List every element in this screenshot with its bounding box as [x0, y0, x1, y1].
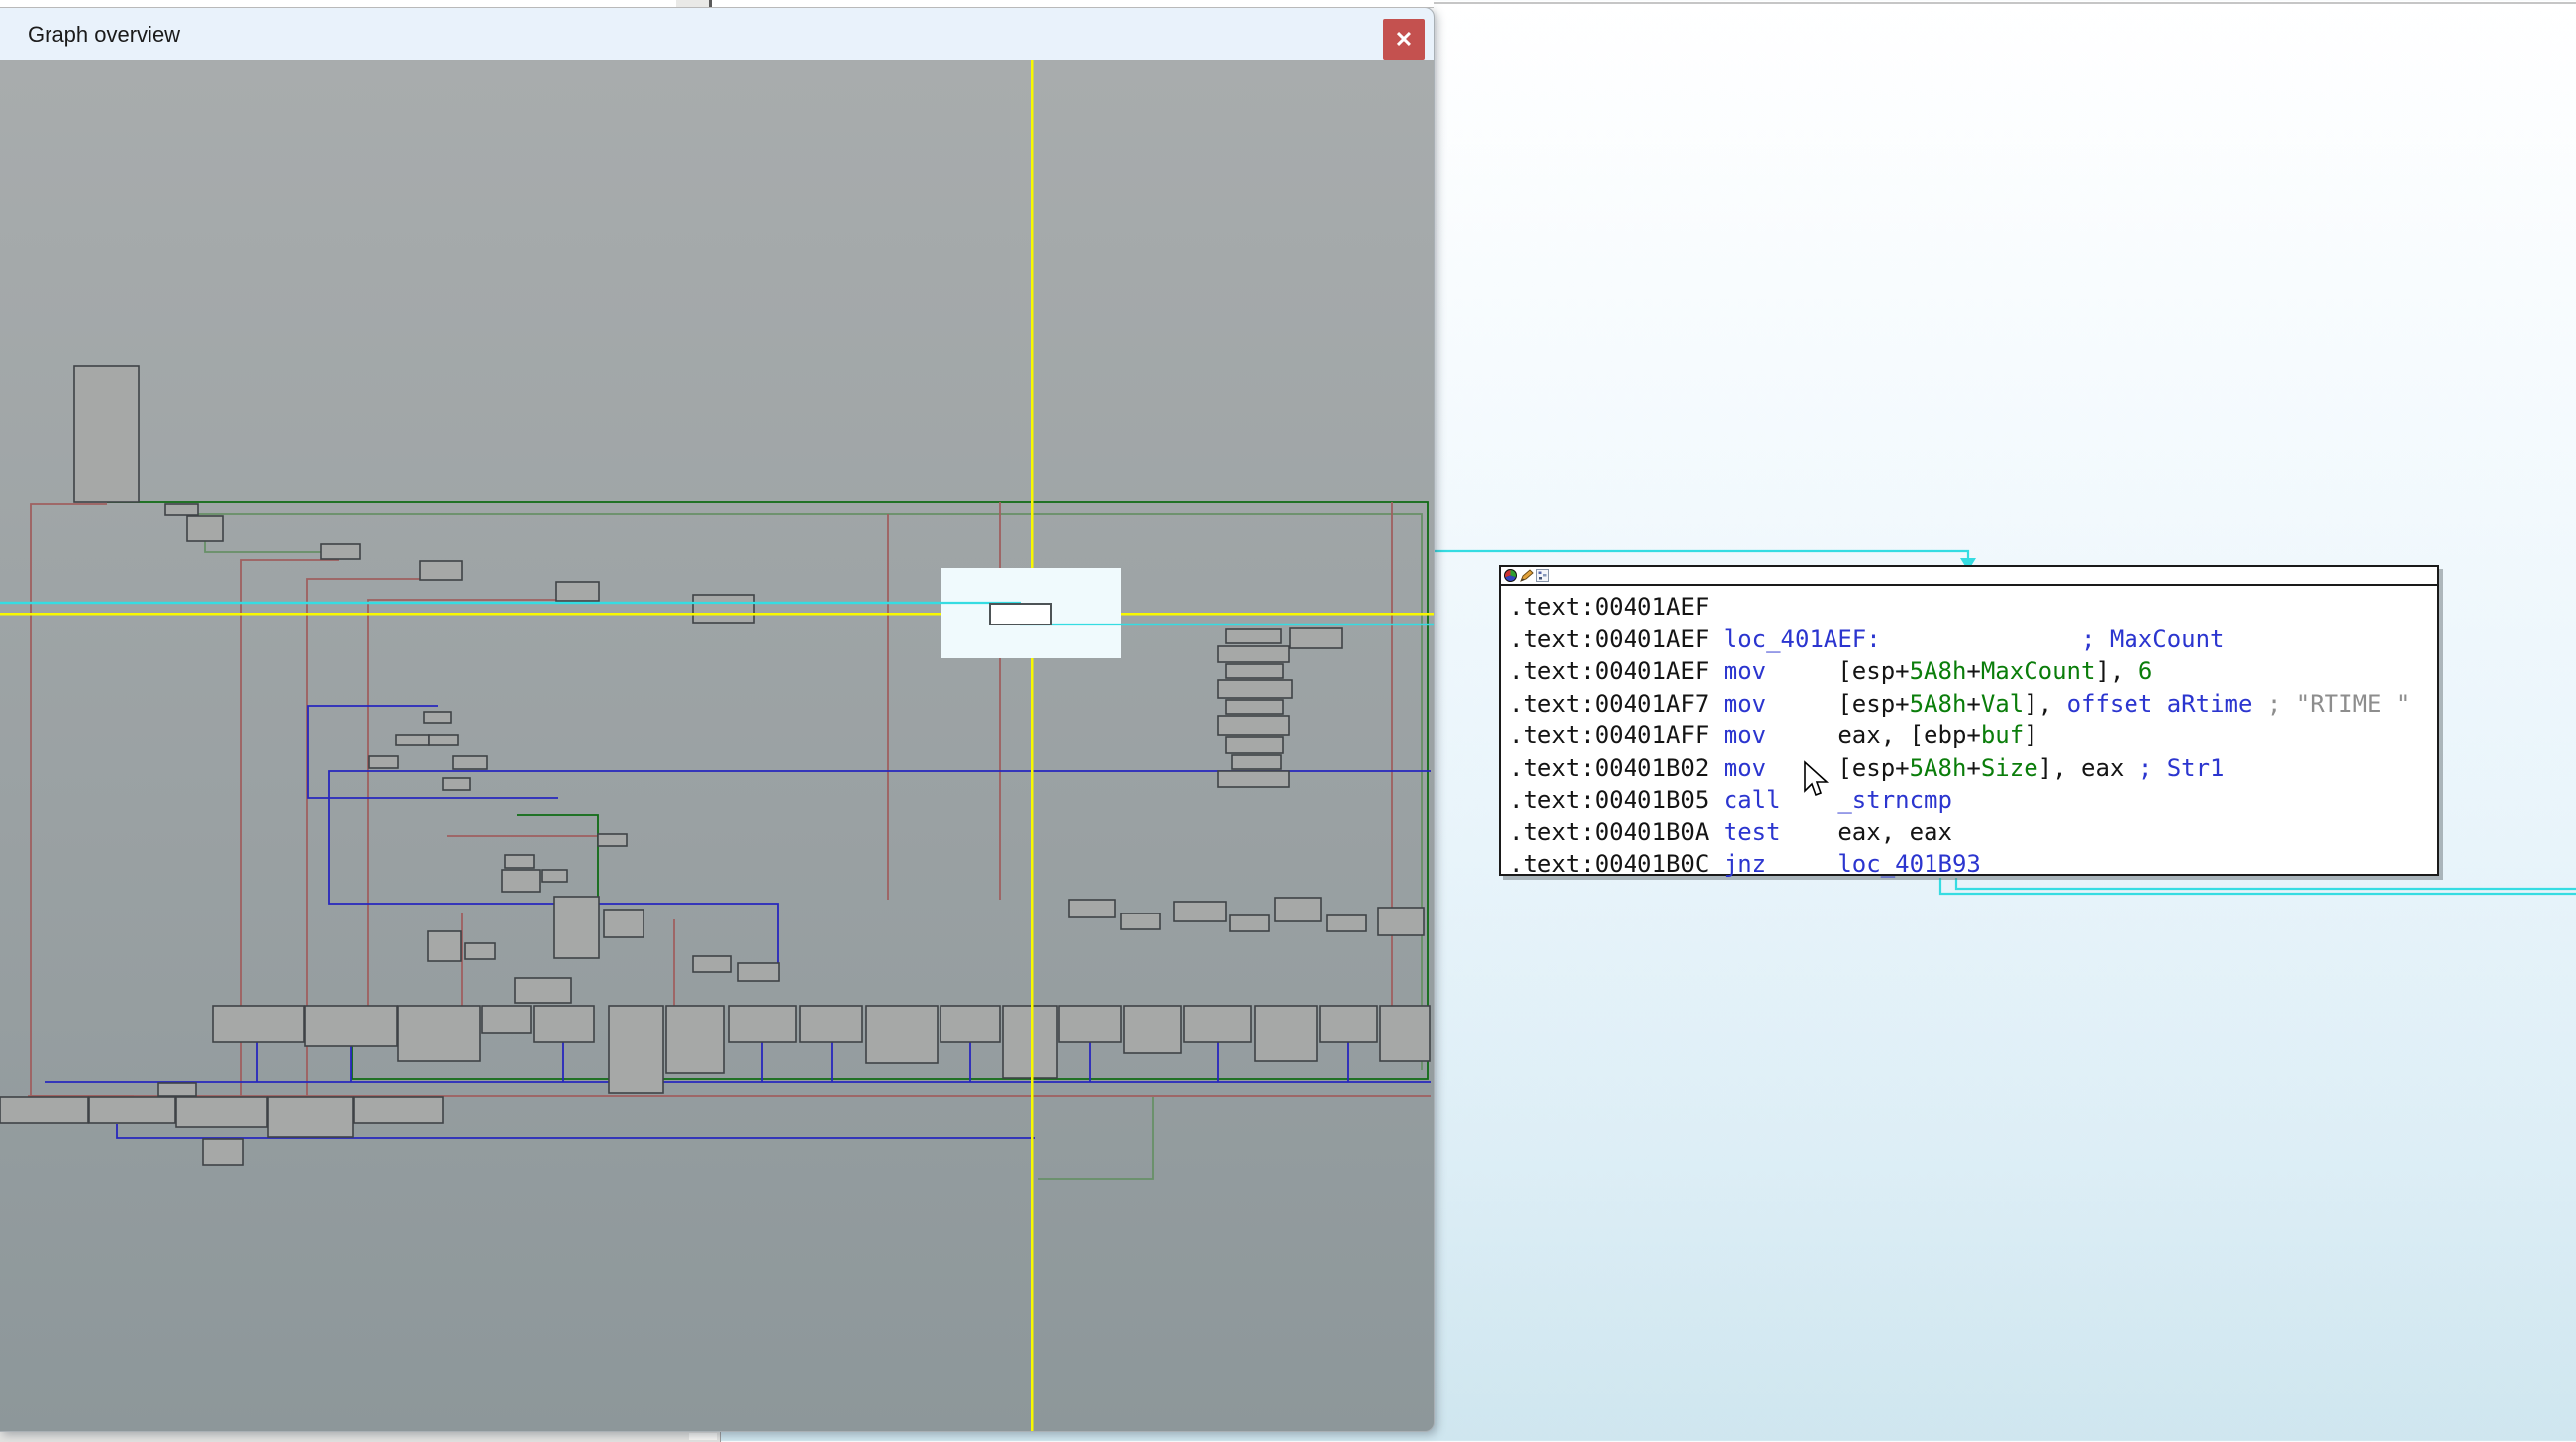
window-title-bar[interactable]: Graph overview ✕	[0, 8, 1434, 60]
code-line: .text:00401AF7 mov [esp+5A8h+Val], offse…	[1509, 689, 2411, 718]
node-color-wheel-icon[interactable]	[1504, 569, 1517, 582]
current-node-rect[interactable]	[989, 603, 1052, 625]
code-line: .text:00401B02 mov [esp+5A8h+Size], eax …	[1509, 753, 2225, 782]
close-button[interactable]: ✕	[1383, 19, 1425, 60]
scrollbar-thumb-end	[689, 1433, 717, 1440]
code-line: .text:00401AFF mov eax, [ebp+buf]	[1509, 721, 2038, 749]
close-icon: ✕	[1394, 27, 1414, 51]
disassembly-node[interactable]: .text:00401AEF .text:00401AEF loc_401AEF:…	[1499, 565, 2439, 878]
panel-edge-divider	[709, 0, 712, 7]
background-panel-edge	[0, 0, 1434, 8]
code-line: .text:00401AEF mov [esp+5A8h+MaxCount], …	[1509, 657, 2153, 685]
graph-minimap-canvas[interactable]	[0, 60, 1434, 1431]
node-header	[1501, 567, 2437, 586]
code-line: .text:00401B0A test eax, eax	[1509, 817, 1952, 846]
edit-pencil-icon[interactable]	[1520, 569, 1534, 582]
graph-minimap-svg[interactable]	[0, 60, 1434, 1431]
window-title: Graph overview	[28, 22, 181, 47]
panel-edge-segment	[676, 0, 709, 7]
disassembly-listing: .text:00401AEF .text:00401AEF loc_401AEF:…	[1501, 586, 2437, 881]
graph-overview-window: Graph overview ✕	[0, 7, 1435, 1432]
code-line: .text:00401AEF	[1509, 593, 1710, 621]
code-line: .text:00401AEF loc_401AEF: ; MaxCount	[1509, 625, 2225, 653]
graph-layout-icon[interactable]	[1536, 569, 1549, 582]
code-line: .text:00401B05 call _strncmp	[1509, 786, 1952, 814]
code-line: .text:00401B0C jnz loc_401B93	[1509, 850, 1981, 878]
